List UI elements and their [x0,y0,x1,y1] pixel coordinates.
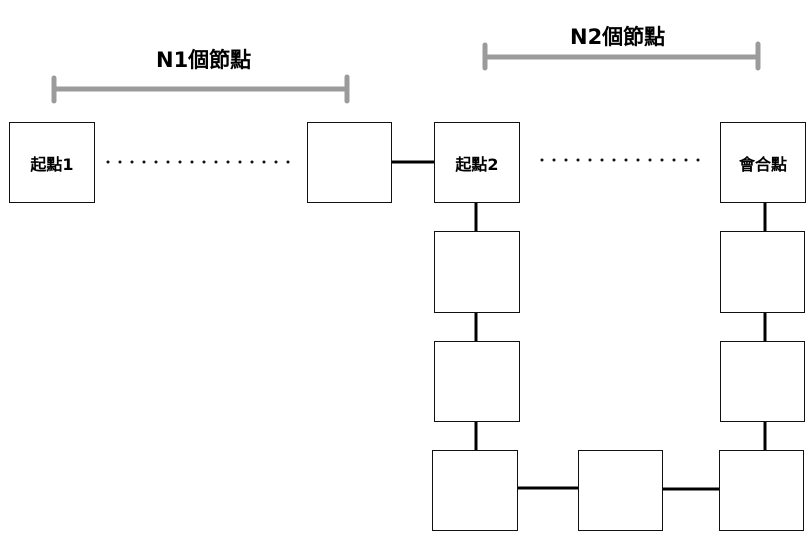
node-start2: 起點2 [434,122,520,203]
n2-range-bracket [482,41,761,71]
node-start1: 起點1 [9,122,95,203]
node-right-2 [720,231,805,313]
n2-range-label: N2個節點 [570,25,666,49]
node-n1-end [307,122,392,203]
node-bottom-left [432,450,518,531]
node-start1-label: 起點1 [30,154,74,174]
node-left-3 [434,341,520,422]
node-left-2 [434,231,520,313]
node-bottom-right [719,450,804,531]
n1-range-label: N1個節點 [156,48,252,72]
node-meet: 會合點 [720,122,806,203]
n1-range-bracket [51,74,350,104]
node-bottom-mid [578,450,663,531]
node-start2-label: 起點2 [455,154,499,174]
node-right-3 [720,341,805,422]
node-meet-label: 會合點 [738,154,787,174]
